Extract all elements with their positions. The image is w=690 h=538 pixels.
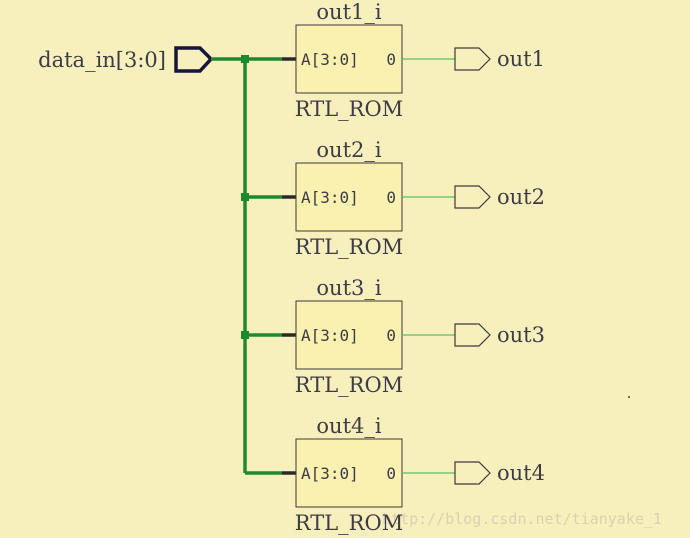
rom-block-body[interactable]	[295, 438, 403, 508]
output-port-arrow-icon[interactable]	[454, 323, 491, 347]
bus-wires	[211, 57, 247, 473]
rom-block-body[interactable]	[295, 24, 403, 94]
output-port-label: out4	[497, 461, 545, 485]
block-type-label: RTL_ROM	[295, 511, 403, 535]
output-port-arrow-icon[interactable]	[454, 47, 491, 71]
block-instance-name: out1_i	[316, 0, 381, 24]
output-port-arrow-icon[interactable]	[454, 461, 491, 485]
block-type-label: RTL_ROM	[295, 373, 403, 397]
rom-block-body[interactable]	[295, 162, 403, 232]
output-pin-label: 0	[386, 326, 396, 345]
output-port-arrow-icon[interactable]	[454, 185, 491, 209]
watermark-text: http://blog.csdn.net/tianyake_1	[382, 510, 662, 528]
stray-dot	[628, 396, 630, 398]
output-pin-label: 0	[386, 464, 396, 483]
output-port-label: out1	[497, 47, 545, 71]
rom-blocks: out1_iA[3:0]0RTL_ROMout1out2_iA[3:0]0RTL…	[241, 0, 545, 535]
input-pin-label: A[3:0]	[301, 188, 359, 207]
input-pin-label: A[3:0]	[301, 50, 359, 69]
input-port-arrow-icon	[174, 46, 214, 73]
output-port-label: out2	[497, 185, 545, 209]
output-pin-label: 0	[386, 50, 396, 69]
rom-block-body[interactable]	[295, 300, 403, 370]
output-pin-label: 0	[386, 188, 396, 207]
input-pin-label: A[3:0]	[301, 464, 359, 483]
input-port-label: data_in[3:0]	[38, 48, 166, 72]
input-pin-label: A[3:0]	[301, 326, 359, 345]
block-instance-name: out2_i	[316, 138, 381, 162]
output-port-label: out3	[497, 323, 545, 347]
block-type-label: RTL_ROM	[295, 235, 403, 259]
block-type-label: RTL_ROM	[295, 97, 403, 121]
block-instance-name: out3_i	[316, 276, 381, 300]
block-instance-name: out4_i	[316, 414, 381, 438]
input-port[interactable]: data_in[3:0]	[38, 46, 214, 73]
